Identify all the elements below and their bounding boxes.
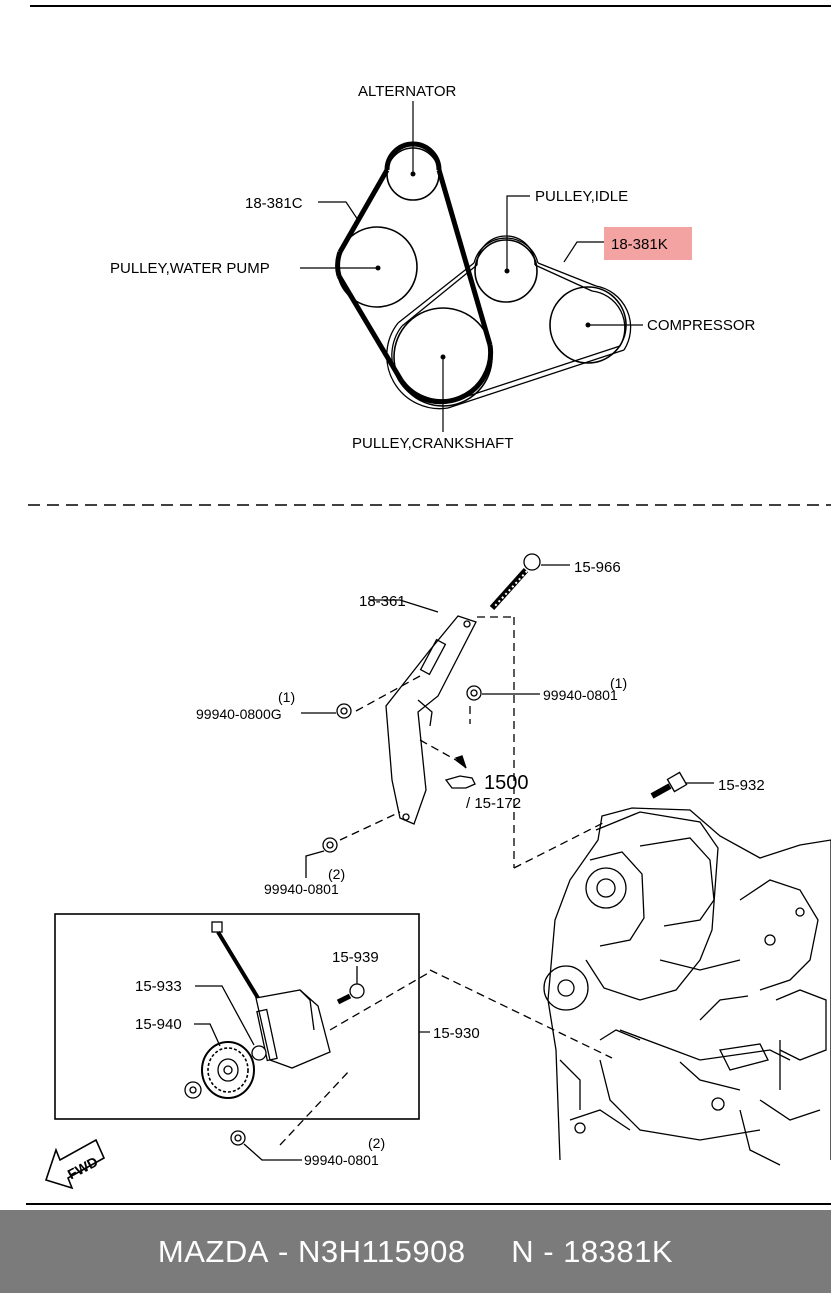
idle-pulley [474, 239, 538, 303]
belt-c-label: 18-381C [245, 195, 303, 212]
belt-18-381c [335, 141, 494, 405]
bolt-15-966 [489, 553, 541, 611]
nut-left-qty: (1) [278, 689, 295, 705]
pulley-nut [184, 1081, 202, 1099]
belt-18-381k [386, 235, 632, 410]
engine-block [543, 807, 831, 1166]
bracket-assembly [279, 553, 714, 1146]
nut-99940-0801-top [466, 685, 482, 701]
nut-right-label: 99940-0801 [543, 687, 618, 703]
nut-left-label: 99940-0800G [196, 706, 282, 722]
bolt-15-932 [650, 771, 688, 799]
belt-leaders [300, 101, 643, 432]
water-pump-label: PULLEY,WATER PUMP [110, 260, 270, 277]
footer-brand: MAZDA [157, 1233, 269, 1269]
nut-final-label: 99940-0801 [304, 1152, 379, 1168]
tensioner-assembly [184, 921, 365, 1161]
crankshaft-label: PULLEY,CRANKSHAFT [352, 435, 513, 452]
pulley-idle-label: PULLEY,IDLE [535, 188, 628, 205]
footer-bar: MAZDA - N3H115908 N - 18381K [0, 1210, 831, 1293]
nut-99940-0800g [336, 703, 352, 719]
pulley-15-940 [201, 1041, 255, 1099]
nut-bottom-label: 99940-0801 [264, 881, 339, 897]
footer-n-code: N - 18381K [511, 1233, 674, 1269]
bracket-label: 18-361 [359, 593, 406, 610]
nut-final-qty: (2) [368, 1135, 385, 1151]
tensioner-assy-label: 15-930 [433, 1025, 480, 1042]
footer-part-number: N3H115908 [297, 1233, 466, 1269]
footer-separator: - [268, 1233, 298, 1269]
highlight-box [604, 227, 692, 260]
nut-right-qty: (1) [610, 675, 627, 691]
reference-hand-icon [444, 775, 476, 789]
footer-gap [466, 1234, 512, 1270]
fwd-arrow-icon: FWD [44, 1138, 106, 1190]
parts-diagram: ALTERNATOR 18-381C PULLEY,IDLE 18-381K P… [26, 5, 831, 1205]
nut-99940-0801-bottom [230, 1130, 246, 1146]
washer-label: 15-933 [135, 978, 182, 995]
washer-15-933 [251, 1045, 267, 1061]
bolt-15-939 [336, 983, 365, 1005]
compressor-label: COMPRESSOR [647, 317, 756, 334]
ref-sub: / 15-172 [466, 795, 521, 812]
belt-routing-diagram [300, 101, 643, 432]
tensioner-long-bolt [211, 921, 260, 1000]
belt-k-label: 18-381K [611, 236, 668, 253]
tensioner-body [255, 989, 331, 1069]
bolt-right-label: 15-932 [718, 777, 765, 794]
tensioner-bolt-label: 15-939 [332, 949, 379, 966]
bracket-18-361 [385, 615, 477, 825]
bolt-top-label: 15-966 [574, 559, 621, 576]
ref-number: 1500 [484, 772, 529, 794]
tensioner-box [54, 913, 420, 1120]
nut-99940-0801-mid [322, 837, 338, 853]
pulley-label: 15-940 [135, 1016, 182, 1033]
nut-bottom-qty: (2) [328, 866, 345, 882]
alternator-label: ALTERNATOR [358, 83, 457, 100]
